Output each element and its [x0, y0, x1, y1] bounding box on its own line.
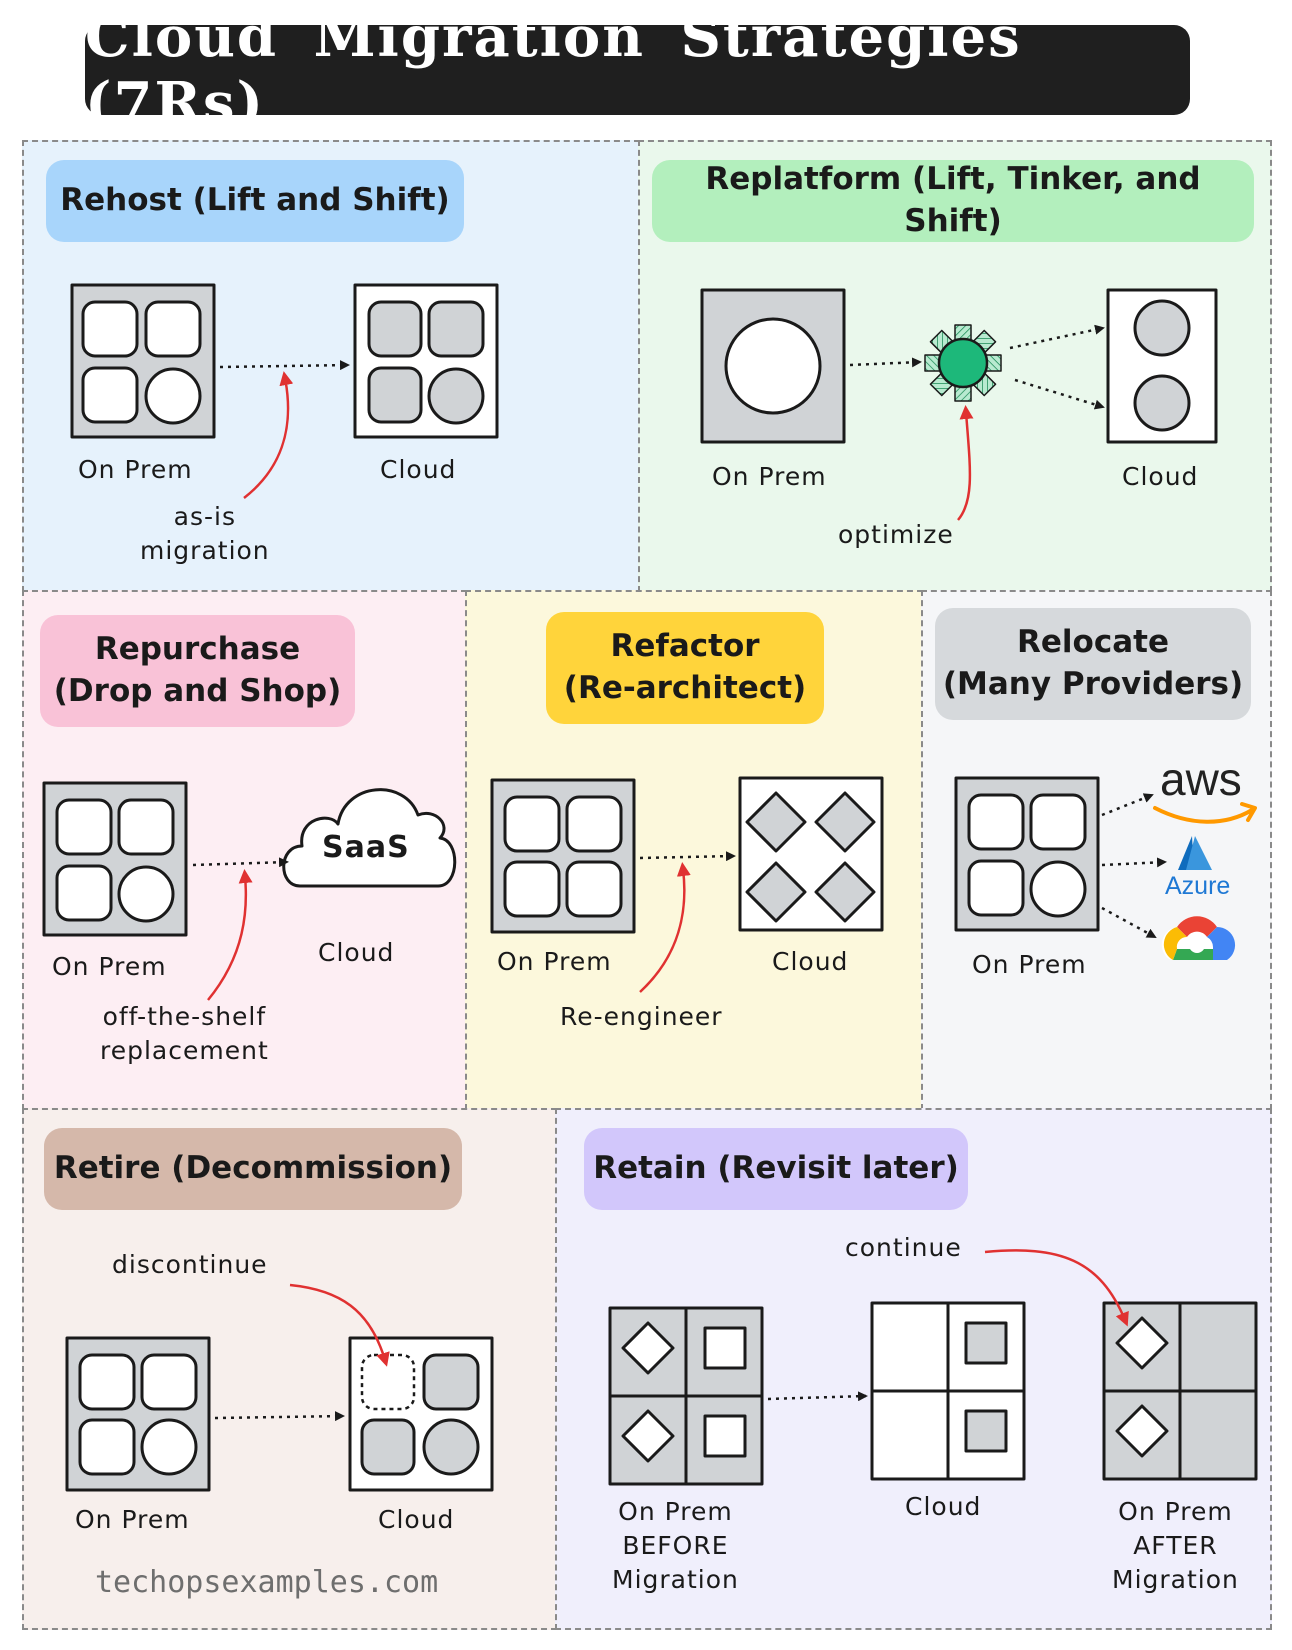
repurchase-label-line1: Repurchase	[94, 631, 301, 668]
azure-icon	[1178, 836, 1212, 870]
retain-note: continue	[845, 1233, 962, 1262]
refactor-target-label: Cloud	[772, 947, 849, 976]
relocate-label-line2: (Many Providers)	[942, 666, 1244, 702]
replatform-arrow-down	[1014, 378, 1105, 410]
retain-before-line2: BEFORE	[622, 1530, 729, 1560]
rehost-note-arrow	[243, 371, 294, 499]
replatform-note: optimize	[838, 520, 954, 549]
retain-before-line1: On Prem	[618, 1497, 733, 1526]
retire-note-arrow	[289, 1283, 390, 1367]
refactor-source-label: On Prem	[497, 947, 612, 976]
retain-before-box	[608, 1306, 764, 1486]
retain-before-line3: Migration	[612, 1564, 739, 1594]
relocate-source-label: On Prem	[972, 950, 1087, 979]
retain-arrow	[767, 1391, 868, 1402]
retire-onprem-box	[65, 1336, 211, 1492]
retain-note-arrow	[984, 1249, 1129, 1327]
repurchase-note-arrow	[207, 869, 253, 1001]
repurchase-source-label: On Prem	[52, 952, 167, 981]
repurchase-arrow	[192, 857, 289, 868]
rehost-note-line2: migration	[140, 535, 270, 565]
replatform-arrow-in	[849, 357, 922, 368]
relocate-arrow-azure	[1101, 857, 1167, 868]
rehost-source-label: On Prem	[78, 455, 193, 484]
refactor-label-line1: Refactor	[610, 628, 760, 665]
azure-logo: Azure	[1165, 872, 1231, 900]
rehost-arrow	[219, 360, 350, 371]
retain-before-label: On Prem BEFORE Migration	[612, 1495, 739, 1596]
refactor-note-arrow	[639, 862, 691, 993]
retain-label: Retain (Revisit later)	[584, 1128, 968, 1210]
retire-source-label: On Prem	[75, 1505, 190, 1534]
rehost-target-label: Cloud	[380, 455, 457, 484]
refactor-label-line2: (Re-architect)	[563, 670, 807, 706]
repurchase-note: off-the-shelf replacement	[100, 1000, 269, 1068]
footer-credit: techopsexamples.com	[95, 1565, 439, 1600]
repurchase-onprem-box	[42, 781, 188, 937]
retain-after-line3: Migration	[1112, 1564, 1239, 1594]
replatform-source-label: On Prem	[712, 462, 827, 491]
retain-middle-label: Cloud	[905, 1492, 982, 1521]
saas-cloud-icon	[282, 788, 457, 888]
repurchase-label-line2: (Drop and Shop)	[53, 673, 342, 709]
replatform-onprem-box	[700, 288, 846, 444]
retain-after-line1: On Prem	[1118, 1497, 1233, 1526]
replatform-arrow-up	[1009, 324, 1105, 350]
relocate-onprem-box	[954, 776, 1100, 932]
repurchase-label: Repurchase (Drop and Shop)	[40, 615, 355, 727]
replatform-target-label: Cloud	[1122, 462, 1199, 491]
retain-cloud-box	[870, 1301, 1026, 1481]
refactor-label: Refactor (Re-architect)	[546, 612, 824, 724]
relocate-label-line1: Relocate	[1017, 624, 1169, 661]
aws-smile-icon	[1153, 802, 1257, 824]
refactor-arrow	[639, 851, 736, 862]
refactor-onprem-box	[490, 778, 636, 934]
retire-cloud-box	[348, 1336, 494, 1492]
google-cloud-icon	[1161, 916, 1236, 960]
retire-label: Retire (Decommission)	[44, 1128, 462, 1210]
saas-label: SaaS	[322, 830, 410, 865]
retain-after-label: On Prem AFTER Migration	[1112, 1495, 1239, 1596]
rehost-note: as-is migration	[140, 500, 270, 568]
relocate-arrow-gcp	[1101, 906, 1157, 939]
replatform-label: Replatform (Lift, Tinker, and Shift)	[652, 160, 1254, 242]
repurchase-note-line1: off-the-shelf	[102, 1002, 267, 1031]
rehost-cloud-box	[353, 283, 499, 439]
rehost-onprem-box	[70, 283, 216, 439]
refactor-cloud-box	[738, 776, 884, 932]
rehost-note-line1: as-is	[173, 502, 236, 531]
replatform-cloud-box	[1106, 288, 1218, 444]
retain-after-line2: AFTER	[1133, 1530, 1218, 1560]
retire-arrow	[214, 1411, 345, 1422]
rehost-label: Rehost (Lift and Shift)	[46, 160, 464, 242]
aws-logo: aws	[1160, 753, 1242, 805]
relocate-label: Relocate (Many Providers)	[935, 608, 1251, 720]
gear-icon	[924, 324, 1002, 402]
repurchase-target-label: Cloud	[318, 938, 395, 967]
retain-after-box	[1102, 1301, 1258, 1481]
retire-target-label: Cloud	[378, 1505, 455, 1534]
refactor-note: Re-engineer	[560, 1002, 723, 1031]
relocate-arrow-aws	[1101, 793, 1154, 817]
replatform-note-arrow	[957, 405, 974, 521]
repurchase-note-line2: replacement	[100, 1035, 269, 1065]
retire-note: discontinue	[112, 1250, 268, 1279]
